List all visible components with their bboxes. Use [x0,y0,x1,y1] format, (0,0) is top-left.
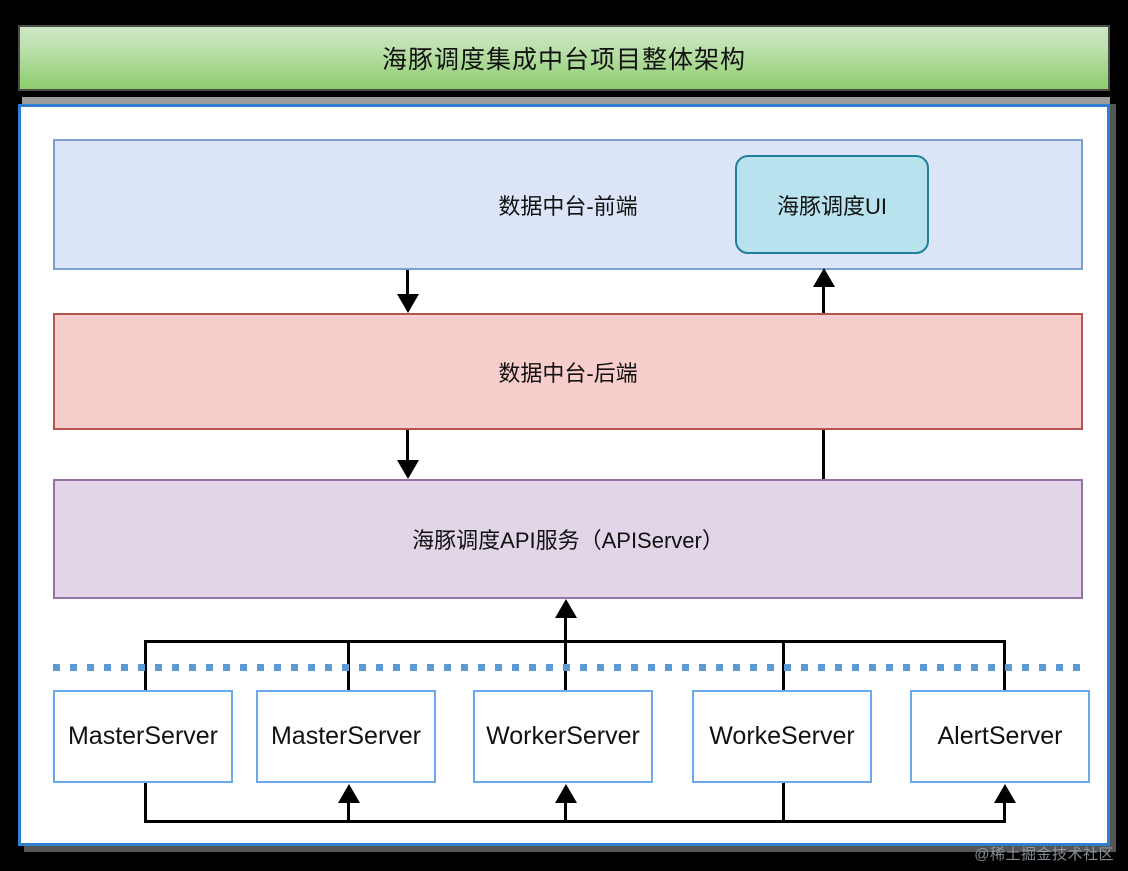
connector-backend-to-ui-line [822,285,825,313]
server-label-master-2: MasterServer [270,722,422,750]
bus-arrow-head-server-3 [555,784,577,803]
layer-frontend-label: 数据中台-前端 [498,193,638,219]
bus-arrow-line-server-3 [564,801,567,823]
bus-riser-server-4 [782,783,785,823]
layer-api-server[interactable]: 海豚调度API服务（APIServer） [53,479,1083,599]
connector-frontend-to-backend-line [406,270,409,298]
bus-arrow-head-server-2 [338,784,360,803]
server-box-alert[interactable]: AlertServer [910,690,1090,783]
connector-api-to-backend-line [822,430,825,479]
connector-backend-to-api-arrowhead [397,460,419,479]
layer-api-server-label: 海豚调度API服务（APIServer） [412,528,724,553]
bus-arrow-head-server-5 [994,784,1016,803]
module-dolphin-scheduler-ui[interactable]: 海豚调度UI [735,155,929,254]
bus-riser-server-1 [144,783,147,823]
bus-line-top [145,640,1006,643]
connector-backend-to-ui-arrowhead [813,268,835,287]
server-box-worker-2[interactable]: WorkeServer [692,690,872,783]
layer-backend[interactable]: 数据中台-后端 [53,313,1083,430]
cluster-boundary-dotted-line [53,664,1083,671]
connector-frontend-to-backend-arrowhead [397,294,419,313]
bus-arrow-line-server-2 [347,801,350,823]
server-label-master-1: MasterServer [67,722,219,750]
bus-arrow-line-server-5 [1003,801,1006,823]
diagram-title-bar: 海豚调度集成中台项目整体架构 [18,25,1110,91]
watermark: @稀土掘金技术社区 [974,846,1114,863]
connector-backend-to-api-line [406,430,409,460]
panel-shadow-bottom [24,846,1116,852]
panel-shadow-right [1110,104,1116,852]
server-label-alert: AlertServer [937,722,1063,750]
server-box-master-1[interactable]: MasterServer [53,690,233,783]
module-dolphin-scheduler-ui-label: 海豚调度UI [776,193,887,219]
server-label-worker-1: WorkerServer [486,722,640,750]
title-bar-shadow [22,97,1110,104]
layer-backend-label: 数据中台-后端 [498,360,638,386]
connector-bus-to-api-arrowhead [555,599,577,618]
server-label-worker-2: WorkeServer [709,722,855,750]
page-title: 海豚调度集成中台项目整体架构 [381,46,746,74]
server-box-master-2[interactable]: MasterServer [256,690,436,783]
server-box-worker-1[interactable]: WorkerServer [473,690,653,783]
bus-line-bottom [144,820,1006,823]
